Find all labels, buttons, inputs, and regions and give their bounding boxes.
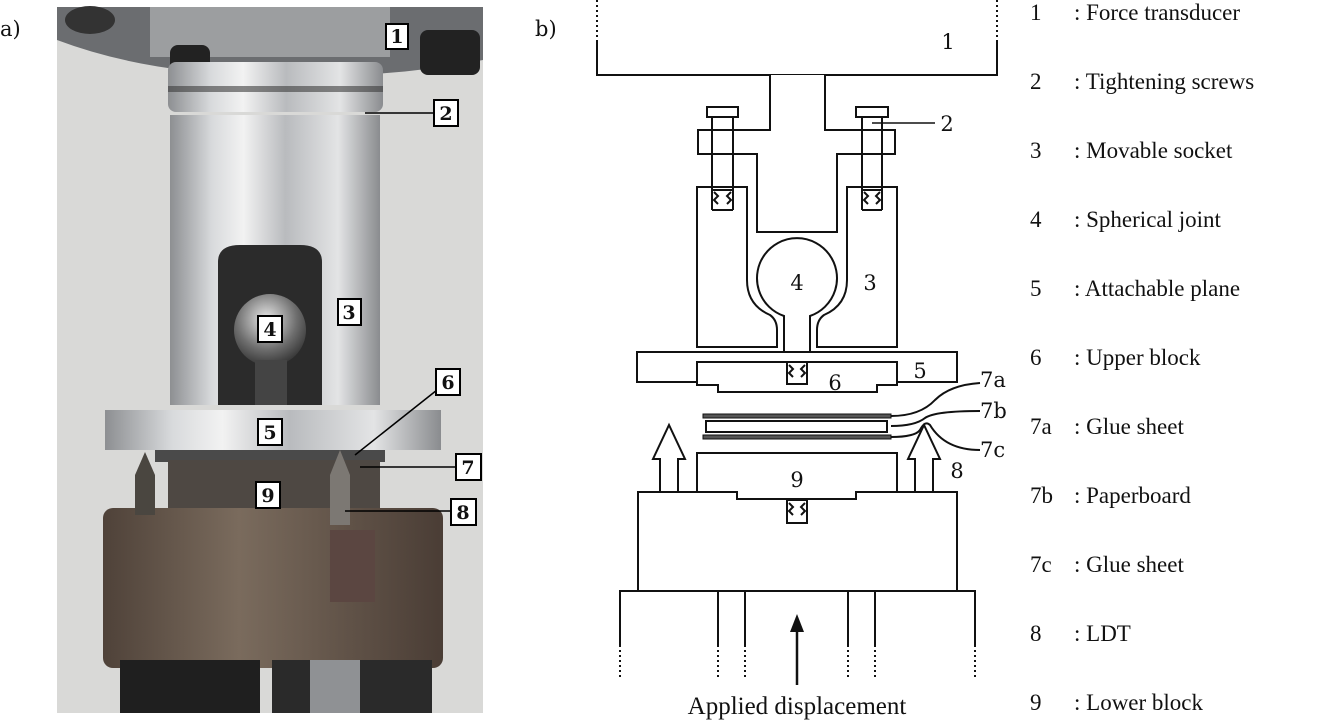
legend-item: 7b: Paperboard [1030, 483, 1191, 508]
diagram-label-9: 9 [790, 468, 803, 492]
diagram-label-5: 5 [913, 359, 926, 383]
photo-label-4: 4 [257, 315, 283, 343]
photo-label-2: 2 [433, 99, 459, 127]
photo: 1 2 3 4 5 6 7 8 9 [57, 6, 483, 713]
photo-label-1: 1 [385, 23, 409, 50]
diagram-label-8: 8 [950, 459, 963, 483]
svg-text:3: 3 [342, 302, 355, 324]
diagram-label-1: 1 [941, 30, 954, 54]
diagram-label-4: 4 [790, 271, 803, 295]
diagram-label-3: 3 [863, 271, 876, 295]
legend-item: 5: Attachable plane [1030, 276, 1241, 301]
paperboard-7b [705, 420, 888, 433]
arrow-head-icon [790, 614, 804, 632]
photo-label-7: 7 [455, 453, 482, 481]
screw-right [855, 106, 889, 211]
diagram-label-7c: 7c [980, 438, 1005, 462]
adapter [697, 75, 896, 233]
force-transducer [596, 0, 998, 76]
panel-label-a: a) [0, 17, 21, 41]
photo-label-6: 6 [435, 368, 461, 396]
glue-sheet-7c [702, 434, 892, 440]
diagram-label-7b: 7b [980, 399, 1007, 423]
spherical-joint [756, 237, 838, 358]
diagram-label-7a: 7a [980, 368, 1006, 392]
schematic: 1 2 3 4 5 6 7a 7b 7c 8 9 Applied displac… [596, 0, 1007, 720]
svg-text:5: 5 [263, 422, 276, 444]
legend-item: 4: Spherical joint [1030, 207, 1221, 232]
panel-label-b: b) [535, 17, 557, 41]
photo-label-5: 5 [257, 418, 283, 446]
svg-text:9: 9 [261, 485, 274, 507]
diagram-label-2: 2 [940, 112, 953, 136]
svg-text:4: 4 [263, 319, 276, 341]
svg-text:1: 1 [390, 26, 403, 48]
svg-text:8: 8 [456, 502, 469, 524]
lower-block [696, 452, 898, 492]
ldt-left [651, 422, 687, 492]
legend-item: 8: LDT [1030, 621, 1131, 646]
svg-text:7: 7 [461, 457, 474, 479]
legend-item: 6: Upper block [1030, 345, 1201, 370]
photo-label-3: 3 [337, 298, 362, 326]
svg-text:6: 6 [441, 372, 454, 394]
svg-text:2: 2 [439, 103, 452, 125]
machine-base [619, 590, 976, 680]
photo-label-8: 8 [450, 498, 477, 526]
applied-displacement-label: Applied displacement [688, 693, 907, 720]
socket-left [696, 186, 778, 348]
glue-sheet-7a [702, 413, 892, 419]
ldt-right [906, 422, 942, 492]
legend-item: 2: Tightening screws [1030, 69, 1255, 94]
legend-item: 7c: Glue sheet [1030, 552, 1184, 577]
legend-item: 1: Force transducer [1030, 0, 1241, 25]
photo-label-9: 9 [255, 481, 281, 509]
legend-item: 9: Lower block [1030, 690, 1204, 715]
socket-right [816, 186, 898, 348]
diagram-label-6: 6 [828, 371, 841, 395]
legend-item: 3: Movable socket [1030, 138, 1233, 163]
legend-item: 7a: Glue sheet [1030, 414, 1184, 439]
screw-left [706, 106, 739, 211]
